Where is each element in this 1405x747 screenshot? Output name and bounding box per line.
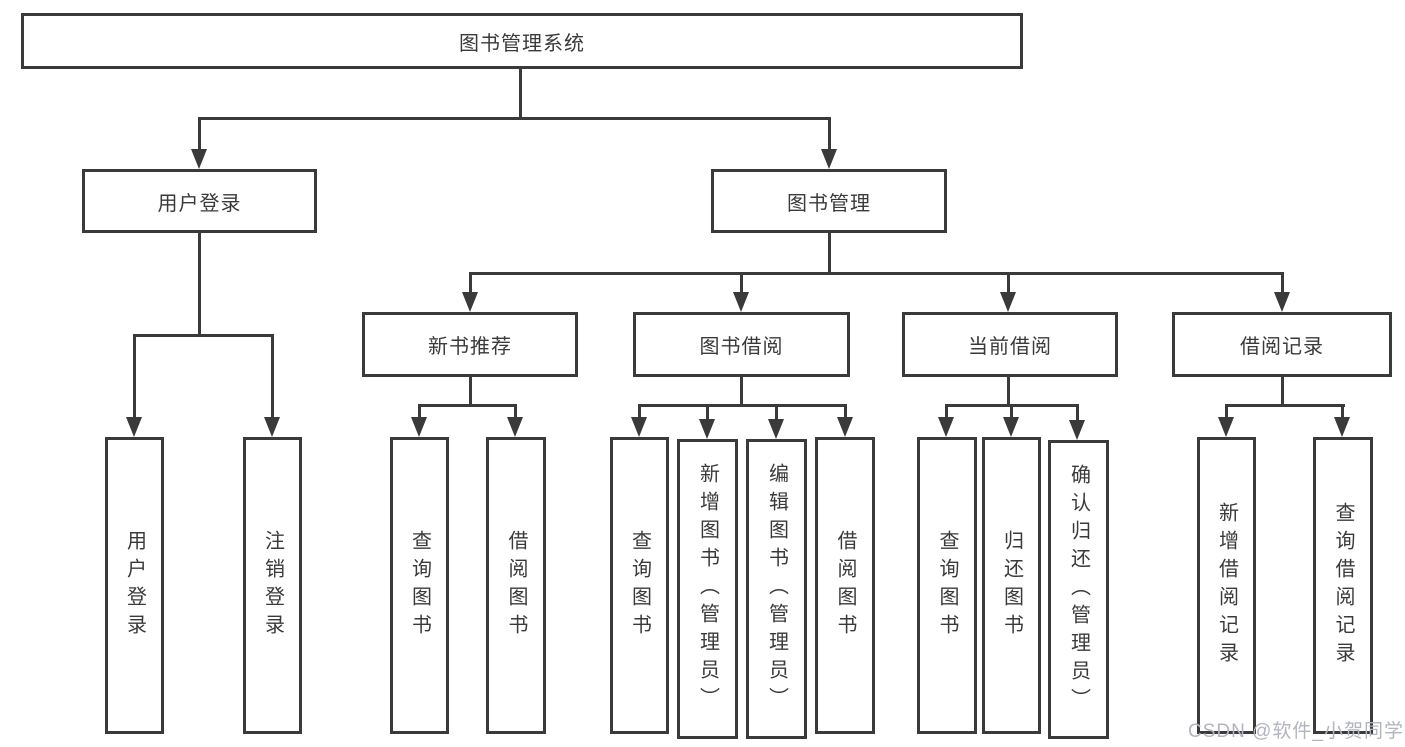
leaf-borrow-query-label: 查询图书 xyxy=(628,529,651,642)
leaf-borrow-book: 借阅图书 xyxy=(815,437,875,734)
node-user-login: 用户登录 xyxy=(82,169,317,233)
leaf-current-query-label: 查询图书 xyxy=(936,529,958,642)
connector-line xyxy=(198,117,201,151)
arrowhead-down xyxy=(1218,417,1234,437)
connector-line xyxy=(1007,272,1010,294)
connector-line xyxy=(469,272,1284,275)
connector-line xyxy=(418,404,517,407)
connector-line xyxy=(945,404,948,420)
node-new-book-recommend-label: 新书推荐 xyxy=(428,336,512,358)
leaf-record-add: 新增借阅记录 xyxy=(1197,437,1256,734)
connector-line xyxy=(740,272,743,294)
connector-line xyxy=(418,404,421,420)
arrowhead-down xyxy=(191,149,207,169)
arrowhead-down xyxy=(411,417,427,437)
node-borrow-record: 借阅记录 xyxy=(1172,312,1392,377)
connector-line xyxy=(844,404,847,420)
connector-line xyxy=(1007,377,1010,406)
node-root: 图书管理系统 xyxy=(21,13,1023,69)
leaf-record-add-label: 新增借阅记录 xyxy=(1215,501,1238,670)
connector-line xyxy=(198,117,831,120)
arrowhead-down xyxy=(462,292,478,312)
connector-line xyxy=(1225,404,1228,420)
leaf-logout-label: 注销登录 xyxy=(261,529,284,642)
connector-line xyxy=(775,404,778,420)
connector-line xyxy=(1281,377,1284,406)
leaf-current-return: 归还图书 xyxy=(982,437,1041,734)
node-current-borrow-label: 当前借阅 xyxy=(968,336,1052,358)
connector-line xyxy=(706,404,709,420)
leaf-record-query: 查询借阅记录 xyxy=(1313,437,1373,734)
leaf-record-query-label: 查询借阅记录 xyxy=(1332,501,1354,670)
connector-line xyxy=(828,117,831,151)
leaf-current-confirm-admin-label: 确认归还（管理员） xyxy=(1067,463,1090,716)
leaf-newbook-query-label: 查询图书 xyxy=(408,529,431,642)
leaf-user-login: 用户登录 xyxy=(105,437,164,734)
node-book-management-label: 图书管理 xyxy=(787,192,871,215)
node-book-borrow: 图书借阅 xyxy=(633,312,850,377)
leaf-newbook-query: 查询图书 xyxy=(390,437,449,734)
arrowhead-down xyxy=(837,417,853,437)
connector-line xyxy=(828,233,831,274)
leaf-borrow-query: 查询图书 xyxy=(610,437,669,734)
leaf-borrow-edit-admin: 编辑图书（管理员） xyxy=(746,439,807,739)
connector-line xyxy=(1341,404,1344,420)
leaf-borrow-edit-admin-label: 编辑图书（管理员） xyxy=(765,463,788,715)
leaf-borrow-add-admin: 新增图书（管理员） xyxy=(677,439,738,739)
arrowhead-down xyxy=(1003,417,1019,437)
leaf-logout: 注销登录 xyxy=(243,437,302,734)
connector-line xyxy=(514,404,517,420)
node-book-management: 图书管理 xyxy=(711,169,947,233)
connector-line xyxy=(1225,404,1345,407)
node-borrow-record-label: 借阅记录 xyxy=(1240,336,1324,358)
arrowhead-down xyxy=(126,417,142,437)
arrowhead-down xyxy=(1274,292,1290,312)
connector-line xyxy=(198,233,201,336)
leaf-borrow-book-label: 借阅图书 xyxy=(834,529,856,642)
connector-line xyxy=(469,272,472,294)
arrowhead-down xyxy=(507,417,523,437)
connector-line xyxy=(133,334,136,419)
node-root-label: 图书管理系统 xyxy=(459,32,585,55)
connector-line xyxy=(740,377,743,406)
node-current-borrow: 当前借阅 xyxy=(902,312,1118,377)
arrowhead-down xyxy=(264,417,280,437)
arrowhead-down xyxy=(938,417,954,437)
arrowhead-down xyxy=(631,417,647,437)
node-book-borrow-label: 图书借阅 xyxy=(699,336,784,358)
node-new-book-recommend: 新书推荐 xyxy=(362,312,578,377)
arrowhead-down xyxy=(768,419,784,439)
leaf-current-query: 查询图书 xyxy=(917,437,977,734)
connector-line xyxy=(1076,404,1079,420)
leaf-current-return-label: 归还图书 xyxy=(1000,529,1023,642)
leaf-newbook-borrow: 借阅图书 xyxy=(486,437,546,734)
connector-line xyxy=(638,404,641,420)
arrowhead-down xyxy=(1069,420,1085,440)
connector-line xyxy=(133,334,274,337)
connector-line xyxy=(1281,272,1284,294)
arrowhead-down xyxy=(733,292,749,312)
arrowhead-down xyxy=(1334,417,1350,437)
leaf-borrow-add-admin-label: 新增图书（管理员） xyxy=(696,463,719,715)
node-user-login-label: 用户登录 xyxy=(157,192,242,215)
leaf-newbook-borrow-label: 借阅图书 xyxy=(505,529,527,642)
leaf-current-confirm-admin: 确认归还（管理员） xyxy=(1048,440,1109,739)
arrowhead-down xyxy=(1000,292,1016,312)
connector-line xyxy=(1010,404,1013,420)
connector-line xyxy=(469,377,472,406)
csdn-watermark: CSDN @软件_小贺同学 xyxy=(1188,721,1404,742)
arrowhead-down xyxy=(699,419,715,439)
connector-line xyxy=(638,404,846,407)
connector-line xyxy=(519,69,522,119)
leaf-user-login-label: 用户登录 xyxy=(123,529,146,642)
connector-line xyxy=(271,334,274,419)
arrowhead-down xyxy=(821,149,837,169)
